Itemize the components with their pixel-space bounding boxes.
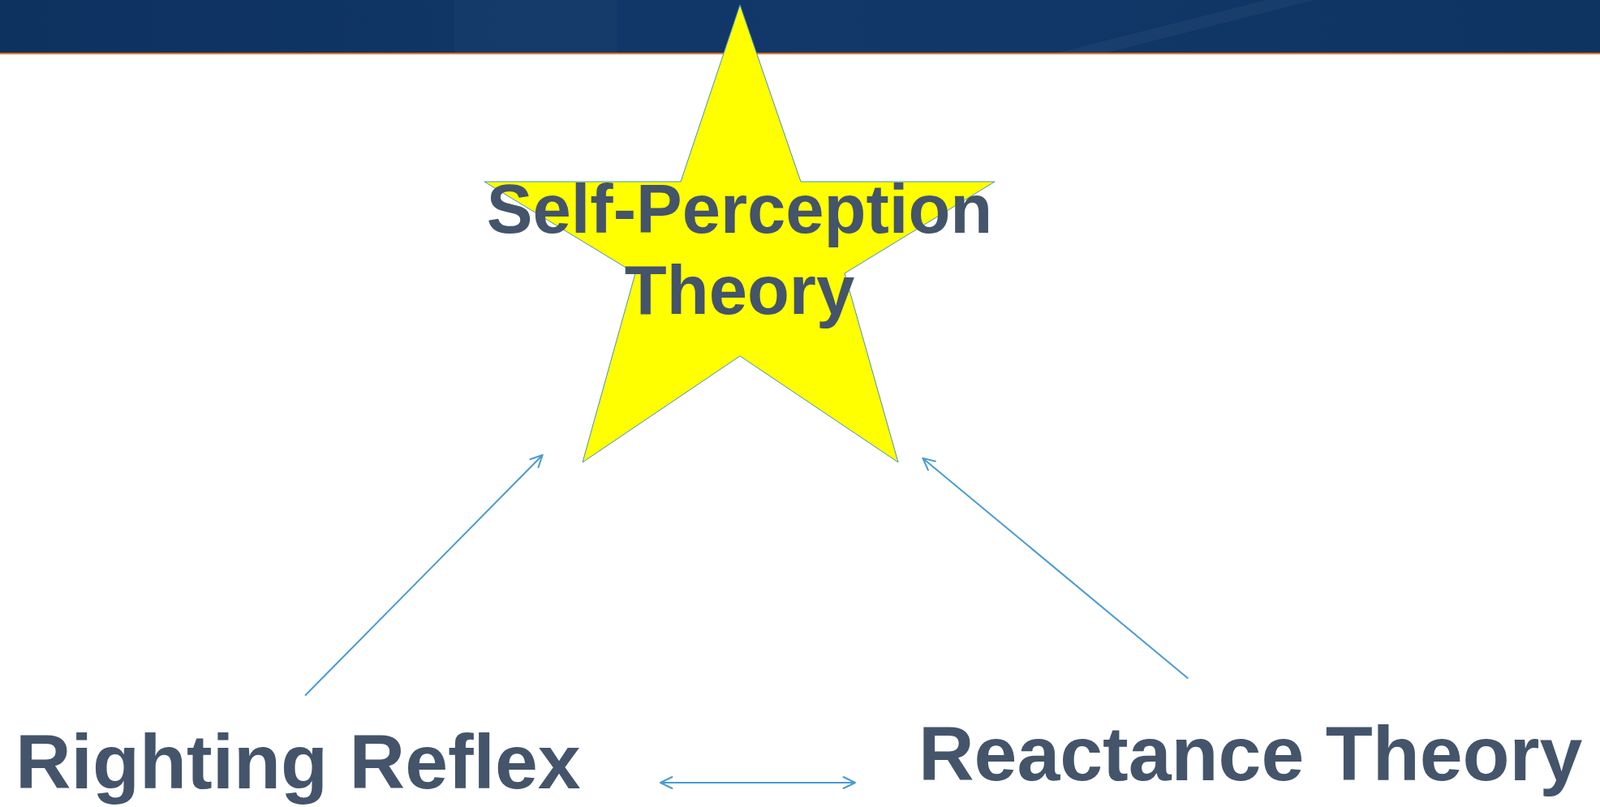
header-banner [0, 0, 1600, 57]
concept-node: Righting Reflex [15, 718, 581, 807]
banner-photo [1054, 0, 1315, 54]
concept-node: Reactance Theory [918, 709, 1583, 799]
banner-photo [454, 0, 617, 54]
banner-band [0, 0, 1600, 54]
star-node: Self-Perception Theory [484, 4, 995, 463]
concept-label: Reactance Theory [918, 709, 1583, 799]
arrow-connector [922, 458, 1188, 679]
banner-rule [0, 52, 1600, 55]
star-outline [484, 4, 995, 463]
arrow-connector [660, 777, 856, 789]
concept-label: Righting Reflex [15, 718, 581, 807]
arrow-connector [305, 455, 543, 696]
star-label: Self-Perception Theory [484, 168, 995, 332]
